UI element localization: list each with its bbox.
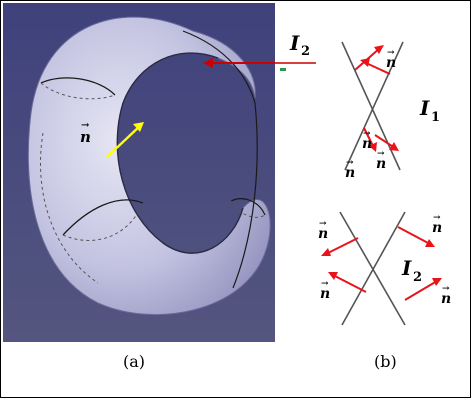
ring-lower-back: [62, 202, 144, 241]
top-normal-3-head: [369, 142, 377, 152]
top-normal-2-head: [360, 58, 370, 67]
intersection-curve: [182, 30, 258, 289]
bottom-normal-2: [332, 274, 367, 293]
bottom-normal-4: [404, 280, 438, 301]
normal-label-a: n: [80, 128, 91, 146]
bottom-cross-line-1: [339, 211, 406, 326]
svg-text:→: →: [363, 129, 371, 139]
intersection-arrow-a-head: [203, 58, 213, 68]
top-normal-1-head: [374, 45, 384, 54]
normal-arrow-a: [106, 124, 142, 158]
intersection-subscript-a: 2: [301, 44, 310, 59]
svg-text:→: →: [433, 213, 441, 223]
bottom-normal-2-head: [328, 272, 338, 280]
top-normal-label-3: n: [376, 156, 386, 172]
bottom-cross-label: I: [401, 256, 412, 280]
svg-text:→: →: [346, 158, 354, 168]
green-marker: [280, 68, 286, 71]
bottom-normal-label-2: n: [320, 286, 330, 302]
panel-a-render: n →: [3, 3, 275, 342]
svg-text:→: →: [387, 48, 395, 58]
bottom-cross-subscript: 2: [413, 270, 422, 285]
bottom-normal-label-4: n: [441, 291, 451, 307]
panel-a-svg: n →: [3, 3, 275, 342]
ring-upper-back: [40, 82, 116, 100]
vector-marks: → → → → → → → →: [319, 48, 450, 294]
normal-arrow-a-head: [133, 122, 144, 132]
intersection-label-a: I: [289, 31, 300, 55]
bottom-normal-4-head: [432, 278, 442, 286]
top-normal-label-4: n: [345, 165, 355, 181]
top-normal-label-2: n: [362, 136, 372, 152]
svg-text:→: →: [377, 149, 385, 159]
ring-right: [230, 198, 266, 216]
ring-lower: [62, 199, 144, 236]
top-normal-4-head: [389, 142, 399, 151]
caption-a: (a): [123, 352, 146, 371]
bottom-normal-3-head: [425, 239, 435, 247]
inner-rim: [116, 52, 244, 254]
ring-upper: [40, 77, 116, 96]
bottom-normal-label-3: n: [432, 220, 442, 236]
bottom-normal-3: [397, 226, 431, 245]
normal-label-a-vec: →: [81, 120, 90, 131]
bottom-normal-1: [325, 237, 359, 255]
bottom-normal-1-head: [321, 248, 331, 256]
ring-right-back: [230, 200, 266, 218]
svg-text:→: →: [442, 284, 450, 294]
svg-text:→: →: [319, 219, 327, 229]
svg-text:→: →: [321, 279, 329, 289]
top-normal-label-1: n: [386, 55, 396, 71]
top-cross-label: I: [419, 96, 430, 120]
top-cross-subscript: 1: [431, 110, 440, 125]
top-cross-line-2: [344, 41, 404, 171]
bottom-cross-line-2: [341, 211, 406, 326]
caption-b: (b): [374, 352, 397, 371]
bottom-normal-label-1: n: [318, 226, 328, 242]
